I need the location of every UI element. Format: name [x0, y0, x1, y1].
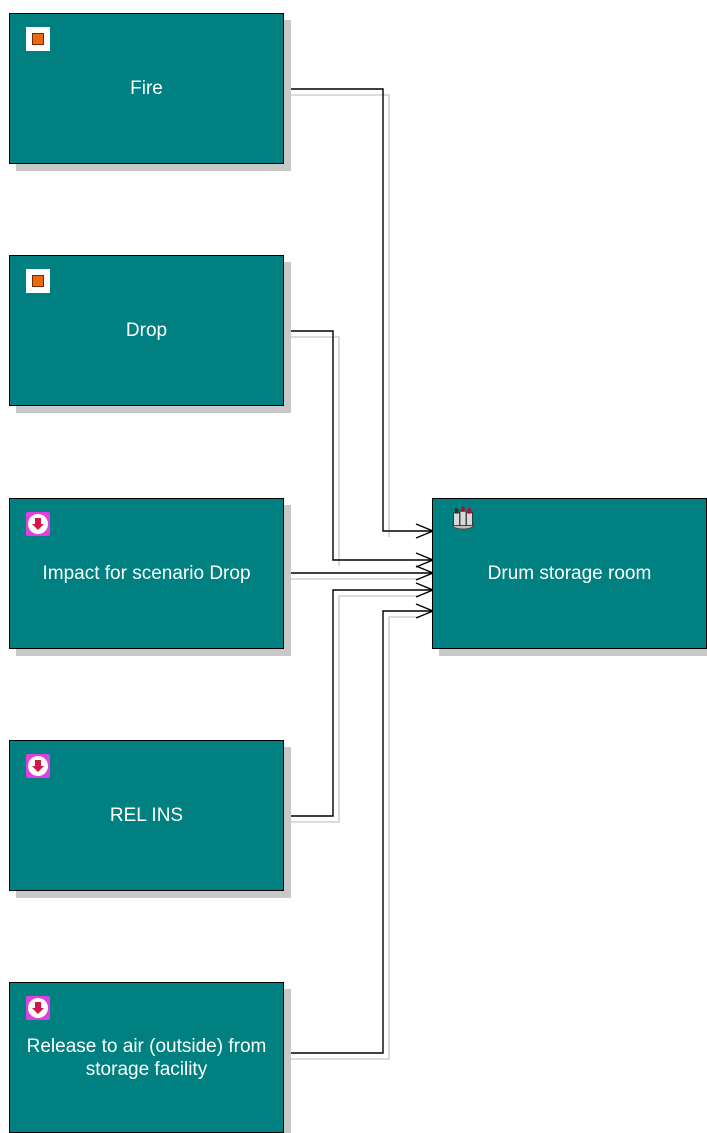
node-fire-label: Fire	[130, 78, 163, 99]
node-drop[interactable]: Drop	[9, 255, 284, 406]
node-room-label: Drum storage room	[487, 563, 652, 584]
storage-drums-icon	[451, 505, 475, 530]
node-release-to-air[interactable]: Release to air (outside) from storage fa…	[9, 982, 284, 1133]
edge-fire-to-room[interactable]	[288, 88, 432, 532]
node-fire[interactable]: Fire	[9, 13, 284, 164]
node-relins-label: REL INS	[109, 805, 184, 826]
node-impact-label: Impact for scenario Drop	[42, 563, 251, 584]
event-square-icon	[26, 269, 50, 293]
node-drop-label: Drop	[125, 320, 168, 341]
impact-arrow-icon	[26, 512, 50, 536]
edge-release-to-room[interactable]	[288, 610, 432, 1054]
impact-arrow-icon	[26, 754, 50, 778]
node-impact-drop[interactable]: Impact for scenario Drop	[9, 498, 284, 649]
node-release-label: Release to air (outside) from storage fa…	[26, 1035, 267, 1080]
node-rel-ins[interactable]: REL INS	[9, 740, 284, 891]
edge-drop-to-room[interactable]	[288, 330, 432, 561]
impact-arrow-icon	[26, 996, 50, 1020]
node-drum-storage-room[interactable]: Drum storage room	[432, 498, 707, 649]
edge-relins-to-room[interactable]	[288, 589, 432, 817]
event-square-icon	[26, 27, 50, 51]
